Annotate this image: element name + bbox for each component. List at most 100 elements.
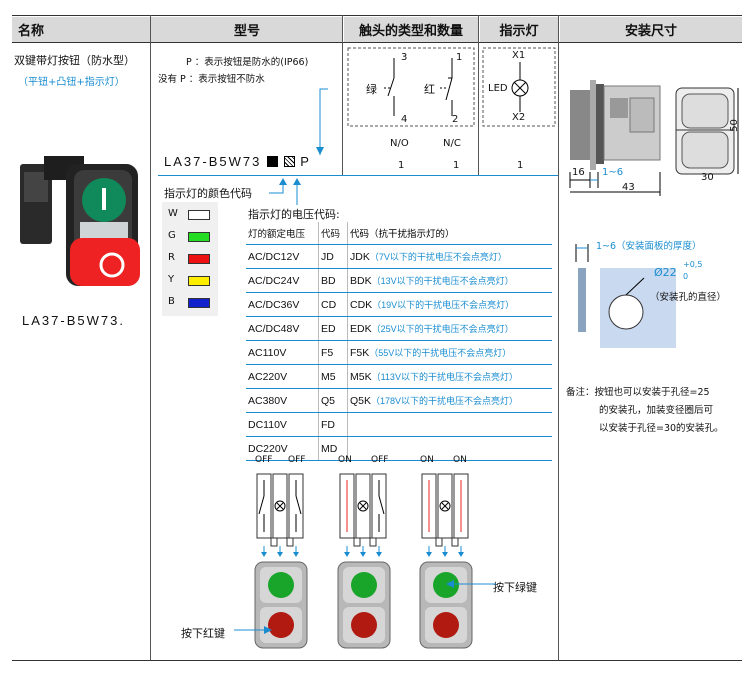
model-code-suffix: P <box>300 154 311 169</box>
antijam-code-cell: F5K（55V以下的干扰电压不会点亮灯） <box>347 340 552 365</box>
side-view-drawing <box>569 80 661 196</box>
voltage-cell: AC/DC36V <box>246 292 319 317</box>
antijam-note: （178V以下的干扰电压不会点亮灯） <box>371 396 519 406</box>
mount-note-3: 以安装于孔径=30的安装孔。 <box>599 423 724 434</box>
led-symbol <box>482 47 556 127</box>
model-pointer-arrow <box>316 88 328 155</box>
state-diagram <box>254 473 308 649</box>
header-indicator: 指示灯 <box>480 17 558 42</box>
front-view-drawing <box>675 87 739 175</box>
code-cell: JD <box>318 244 348 269</box>
antijam-code-cell <box>347 436 552 461</box>
state-label-b: OFF <box>288 455 306 465</box>
color-swatch-g <box>188 232 210 242</box>
contact-no-count: 1 <box>398 160 405 171</box>
hole-diameter-label: （安装孔的直径） <box>650 292 727 303</box>
code-cell: F5 <box>318 340 348 365</box>
bottom-border <box>12 660 742 661</box>
color-code-r: R <box>168 252 175 263</box>
dim-1-6: 1~6 <box>602 167 624 178</box>
product-model-caption: LA37-B5W73. <box>22 313 125 328</box>
mount-note-2: 的安装孔，加装变径圈后可 <box>599 405 714 416</box>
contact-green-label: 绿 <box>366 83 377 96</box>
antijam-code: M5K <box>350 371 372 383</box>
voltage-header-cell: 代码（抗干扰指示灯的） <box>347 222 552 245</box>
antijam-note: （25V以下的干扰电压不会点亮灯） <box>371 324 514 334</box>
hole-tolerance-upper: +0,5 <box>683 260 703 269</box>
voltage-cell: AC/DC48V <box>246 316 319 341</box>
code-cell: ED <box>318 316 348 341</box>
state-label-b: ON <box>453 455 467 465</box>
color-code-y: Y <box>168 274 175 285</box>
voltage-cell: AC/DC12V <box>246 244 319 269</box>
antijam-code-cell: CDK（19V以下的干扰电压不会点亮灯） <box>347 292 552 317</box>
color-code-w: W <box>168 208 178 219</box>
antijam-note: （7V以下的干扰电压不会点亮灯） <box>369 252 507 262</box>
voltage-cell: AC110V <box>246 340 319 365</box>
antijam-code-cell: Q5K（178V以下的干扰电压不会点亮灯） <box>347 388 552 413</box>
contact-t4: 4 <box>401 114 408 125</box>
voltage-table-header: 灯的额定电压代码代码（抗干扰指示灯的） <box>246 222 552 245</box>
voltage-header-cell: 代码 <box>318 222 348 245</box>
col-divider-4 <box>478 15 479 175</box>
code-cell: M5 <box>318 364 348 389</box>
code-black-square <box>266 156 278 167</box>
header-mount: 安装尺寸 <box>560 17 742 42</box>
code-cell: BD <box>318 268 348 293</box>
top-border <box>12 15 742 16</box>
led-x1: X1 <box>512 50 526 61</box>
voltage-cell: AC220V <box>246 364 319 389</box>
press-green-label: 按下绿键 <box>493 581 537 594</box>
voltage-cell: DC220V <box>246 436 319 461</box>
dim-30: 30 <box>701 172 714 183</box>
hole-diameter: Ø22 <box>654 266 677 279</box>
model-note-no-p: 没有 P ：表示按钮不防水 <box>158 74 265 85</box>
col-divider-3 <box>342 15 343 175</box>
header-text: 代码（抗干扰指示灯的） <box>350 229 455 240</box>
product-photo <box>20 156 140 286</box>
hole-tolerance-lower: 0 <box>683 272 689 281</box>
col-divider-2 <box>558 15 559 660</box>
state-label-a: OFF <box>255 455 273 465</box>
color-swatch-w <box>188 210 210 220</box>
model-note-p: P ：表示按钮是防水的(IP66) <box>186 57 309 68</box>
antijam-code: JDK <box>350 251 370 263</box>
antijam-code: F5K <box>350 347 370 359</box>
color-swatch-r <box>188 254 210 264</box>
voltage-cell: AC/DC24V <box>246 268 319 293</box>
header-bottom-border <box>12 42 742 43</box>
antijam-note: （55V以下的干扰电压不会点亮灯） <box>369 348 512 358</box>
antijam-code-cell: BDK（13V以下的干扰电压不会点亮灯） <box>347 268 552 293</box>
code-cell: Q5 <box>318 388 348 413</box>
voltage-code-label: 指示灯的电压代码: <box>248 208 340 221</box>
code-cell: FD <box>318 412 348 437</box>
contact-t2: 2 <box>452 114 459 125</box>
contact-red-label: 红 <box>424 83 435 96</box>
state-label-b: OFF <box>371 455 389 465</box>
header-contacts: 触头的类型和数量 <box>344 17 478 42</box>
antijam-code: CDK <box>350 299 373 311</box>
color-code-arrows <box>269 178 301 205</box>
product-subtitle: （平钮+凸钮+指示灯） <box>18 77 125 88</box>
press-pointer-arrows <box>234 580 496 634</box>
voltage-cell: DC110V <box>246 412 319 437</box>
dim-50: 50 <box>728 119 740 132</box>
contact-nc-label: N/C <box>443 138 461 149</box>
color-code-g: G <box>168 230 176 241</box>
dim-16: 16 <box>572 167 585 178</box>
header-name: 名称 <box>12 17 156 42</box>
antijam-note: （13V以下的干扰电压不会点亮灯） <box>371 276 514 286</box>
state-diagram <box>337 473 391 649</box>
antijam-code-cell: EDK（25V以下的干扰电压不会点亮灯） <box>347 316 552 341</box>
mount-note-1: 备注：按钮也可以安装于孔径=25 <box>566 387 710 398</box>
antijam-code: EDK <box>350 323 372 335</box>
code-cell: CD <box>318 292 348 317</box>
antijam-note: （113V以下的干扰电压不会点亮灯） <box>371 372 518 382</box>
